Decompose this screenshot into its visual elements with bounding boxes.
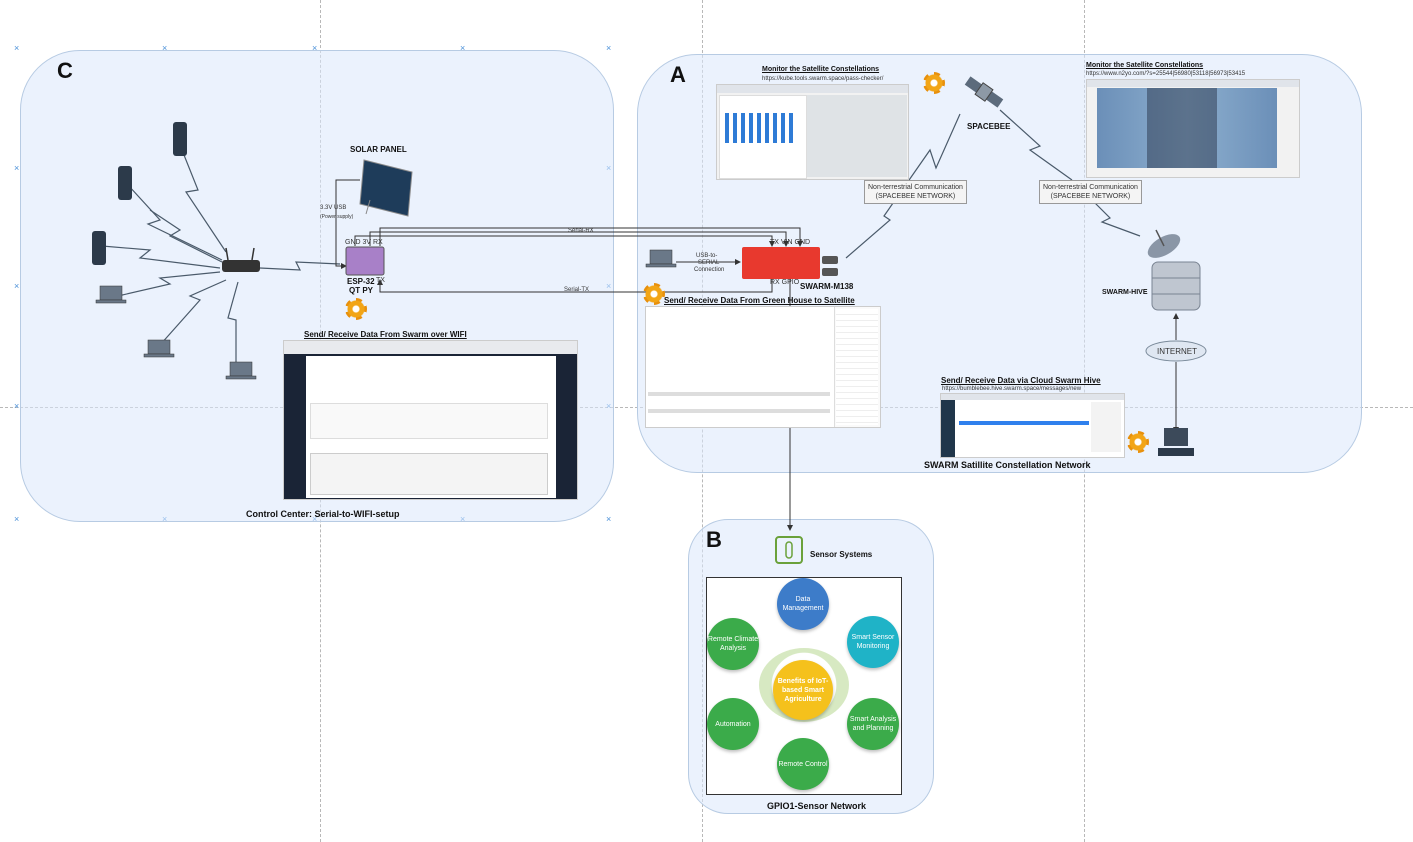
hive-url: https://bumblebee.hive.swarm.space/messa… xyxy=(942,386,1082,392)
sensor-systems-title: Sensor Systems xyxy=(810,550,873,559)
smart-agriculture-figure: Benefits of IoT-based Smart Agriculture … xyxy=(706,577,902,795)
swarm-pins-bottom: RX GPIO xyxy=(770,279,800,286)
x-marker: × xyxy=(460,43,466,53)
gear-icon xyxy=(923,72,945,94)
monitor-url-1: https://kube.tools.swarm.space/pass-chec… xyxy=(762,76,884,82)
serial-tx-label: Serial-TX xyxy=(564,287,590,293)
send-receive-greenhouse-title: Send/ Receive Data From Green House to S… xyxy=(664,296,855,305)
region-letter-a: A xyxy=(670,62,686,87)
usb-serial-label-3: Connection xyxy=(694,267,725,273)
esp-pins-top: GND 3V RX xyxy=(345,239,383,246)
x-marker: × xyxy=(14,163,20,173)
node-smart-analysis-planning: Smart Analysis and Planning xyxy=(847,698,899,750)
serial-rx-label: Serial-RX xyxy=(568,228,594,234)
ntn-label-1-line1: Non-terrestrial Communication xyxy=(868,184,963,191)
greenhouse-console-screenshot xyxy=(645,306,881,428)
send-receive-wifi-title: Send/ Receive Data From Swarm over WIFI xyxy=(304,330,467,339)
swarm-hive-label: SWARM-HIVE xyxy=(1102,289,1148,296)
ntn-label-1-line2: (SPACEBEE NETWORK) xyxy=(875,193,956,200)
usb-serial-label-1: USB-to- xyxy=(696,253,718,259)
x-marker: × xyxy=(14,281,20,291)
monitor-url-2: https://www.n2yo.com/?s=25544|56980|5311… xyxy=(1086,71,1246,77)
ntn-label-2-line2: (SPACEBEE NETWORK) xyxy=(1050,193,1131,200)
internet-label: INTERNET xyxy=(1157,347,1197,356)
n2yo-map-screenshot xyxy=(1086,79,1300,178)
x-marker: × xyxy=(14,514,20,524)
gear-icon xyxy=(1127,431,1149,453)
solar-panel-label: SOLAR PANEL xyxy=(350,145,407,154)
usb-power-label: 3.3V USB xyxy=(320,205,347,211)
x-marker: × xyxy=(14,401,20,411)
usb-power-sublabel: (Power supply) xyxy=(320,214,354,220)
region-c-caption: Control Center: Serial-to-WIFI-setup xyxy=(246,509,400,519)
gear-icon xyxy=(643,283,665,305)
send-receive-cloud-title: Send/ Receive Data via Cloud Swarm Hive xyxy=(941,376,1101,385)
pass-checker-screenshot xyxy=(716,84,909,180)
usb-serial-label-2: SERIAL xyxy=(698,260,720,266)
gear-icon xyxy=(345,298,367,320)
spacebee-label: SPACEBEE xyxy=(967,122,1011,131)
ntn-label-2: Non-terrestrial Communication (SPACEBEE … xyxy=(1039,180,1142,204)
node-automation: Automation xyxy=(707,698,759,750)
esp-name-line2: QT PY xyxy=(349,286,374,295)
node-remote-control: Remote Control xyxy=(777,738,829,790)
x-marker: × xyxy=(606,43,612,53)
swarm-module-name: SWARM-M138 xyxy=(800,282,854,291)
node-data-management: Data Management xyxy=(777,578,829,630)
region-letter-b: B xyxy=(706,527,722,552)
node-remote-climate-analysis: Remote Climate Analysis xyxy=(707,618,759,670)
x-marker: × xyxy=(312,43,318,53)
ntn-label-1: Non-terrestrial Communication (SPACEBEE … xyxy=(864,180,967,204)
esp-name-line1: ESP-32 xyxy=(347,277,375,286)
esp-tx-pin: TX xyxy=(376,277,385,284)
region-b-caption: GPIO1-Sensor Network xyxy=(767,801,867,811)
node-smart-sensor-monitoring: Smart Sensor Monitoring xyxy=(847,616,899,668)
monitor-title-1: Monitor the Satellite Constellations xyxy=(762,66,880,73)
ntn-label-2-line1: Non-terrestrial Communication xyxy=(1043,184,1138,191)
region-a-caption: SWARM Satillite Constellation Network xyxy=(924,460,1091,470)
x-marker: × xyxy=(606,514,612,524)
center-benefits-circle: Benefits of IoT-based Smart Agriculture xyxy=(773,660,833,720)
hive-messages-screenshot xyxy=(940,393,1125,458)
x-marker: × xyxy=(14,43,20,53)
x-marker: × xyxy=(162,43,168,53)
region-letter-c: C xyxy=(57,58,73,83)
wifi-serial-screenshot xyxy=(283,340,578,500)
swarm-pins-top: TX VIN GND xyxy=(770,239,811,246)
monitor-title-2: Monitor the Satellite Constellations xyxy=(1086,62,1204,69)
